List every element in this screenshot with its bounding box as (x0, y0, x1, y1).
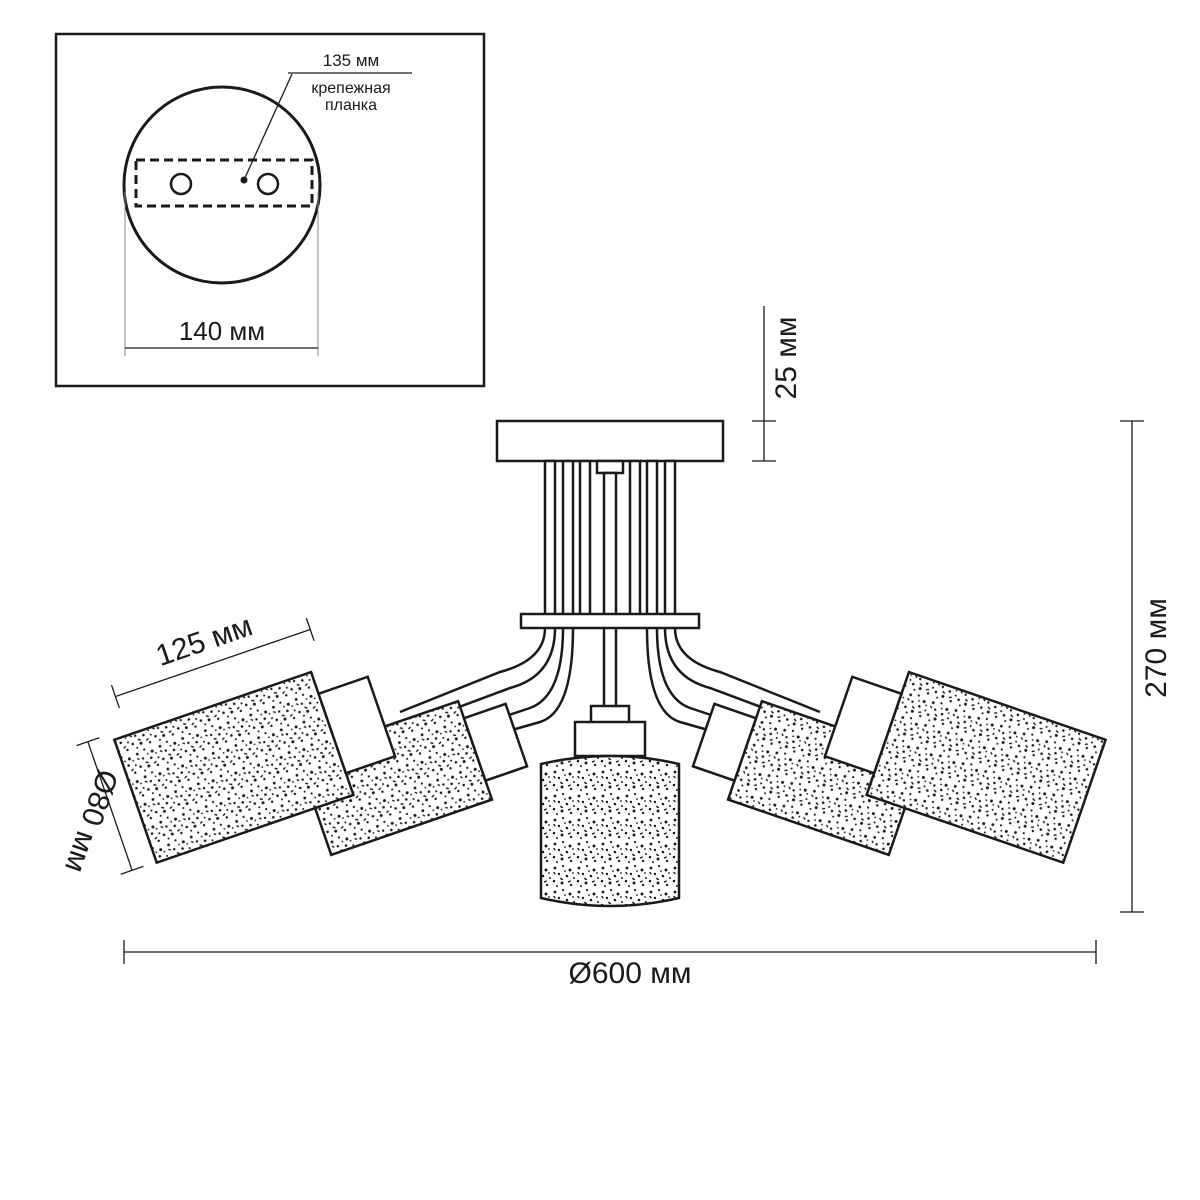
shade-front-left (112, 670, 397, 865)
chandelier (112, 419, 1108, 908)
callout-leader (243, 73, 293, 181)
screw-hole-left (169, 172, 193, 196)
total-height-label: 270 мм (1140, 598, 1173, 698)
overall-diameter-label: Ø600 мм (569, 957, 692, 990)
callout-text-line1: крепежная (311, 80, 390, 97)
callout-text-line2: планка (325, 97, 377, 114)
bracket-size-label: 135 мм (323, 51, 379, 70)
base-width-label: 140 мм (179, 316, 265, 346)
canopy-height-label: 25 мм (770, 317, 803, 400)
shade-diameter-label: Ø80 мм (58, 765, 124, 876)
shade-back-right (691, 699, 925, 857)
screw-hole-right (256, 172, 280, 196)
shade-length-label: 125 мм (152, 609, 257, 673)
mounting-bracket-outline (134, 158, 314, 208)
hub-plate (519, 612, 701, 630)
shade-center (539, 704, 681, 908)
ceiling-canopy (495, 419, 725, 463)
arms (399, 627, 821, 732)
mounting-inset: 135 мм крепежная планка 140 мм (54, 32, 486, 388)
shade-front-right (823, 670, 1108, 865)
ceiling-base-circle (122, 85, 322, 285)
center-rods (543, 459, 677, 618)
